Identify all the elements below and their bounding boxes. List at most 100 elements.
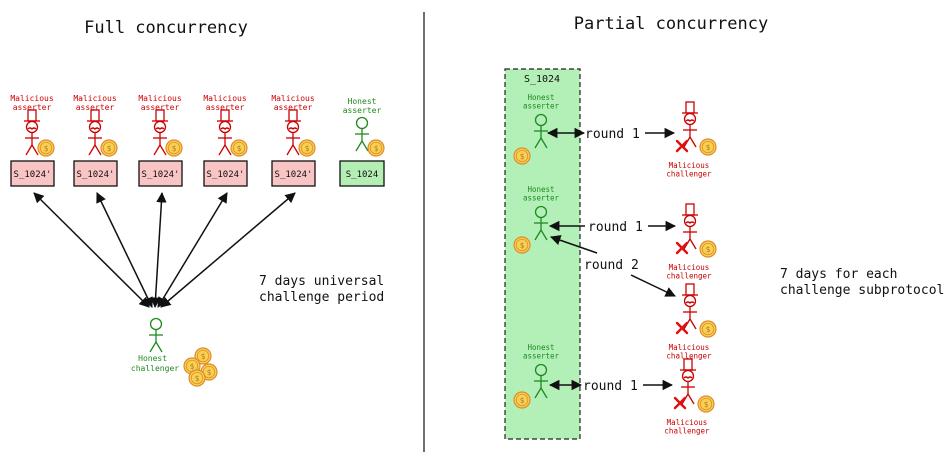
right-period-line1: 7 days for each: [780, 267, 897, 282]
left-period-line1: 7 days universal: [259, 274, 384, 289]
challenge-arrow: [33, 192, 150, 308]
malicious-state-box: [10, 160, 55, 187]
malicious-asserter-label-line: Malicious: [271, 94, 315, 103]
cross-icon: [675, 139, 689, 153]
right-period-text: 7 days for each challenge subprotocol: [780, 267, 944, 298]
malicious-state-label: S_1024': [77, 170, 115, 180]
coin-icon: $: [298, 139, 316, 157]
right-period-line2: challenge subprotocol: [780, 283, 944, 298]
honest-asserter-label-line: asserter: [523, 352, 560, 361]
coin-symbol: $: [190, 362, 195, 371]
honest-asserter-label-line: Honest: [527, 93, 554, 102]
cross-icon: [673, 396, 687, 410]
malicious-challenger-label-line: challenger: [666, 170, 712, 179]
round-arrow-left: [550, 235, 598, 254]
coin-icon: $: [513, 236, 531, 254]
honest-asserter-label-line: asserter: [523, 102, 560, 111]
coin-symbol: $: [706, 143, 711, 152]
honest-asserter-label-line: Honest: [527, 185, 554, 194]
challenge-arrow: [96, 192, 153, 308]
malicious-state-box: [203, 160, 248, 187]
malicious-state-label: S_1024': [14, 170, 52, 180]
malicious-asserter: [217, 109, 233, 156]
honest-asserter-label-line: asserter: [523, 194, 560, 203]
coin-icon: $: [230, 139, 248, 157]
malicious-asserter-label-line: Malicious: [73, 94, 117, 103]
malicious-asserter-label-line: Malicious: [138, 94, 182, 103]
malicious-asserter-label-line: asserter: [76, 103, 115, 112]
malicious-challenger-label-line: Malicious: [667, 418, 708, 427]
left-period-text: 7 days universal challenge period: [259, 274, 392, 305]
malicious-challenger: [682, 101, 698, 148]
honest-asserter: [534, 205, 548, 241]
state-column-label: S_1024: [524, 74, 560, 85]
honest-state-column: [504, 68, 581, 440]
coin-icon: $: [513, 147, 531, 165]
coin-symbol: $: [520, 396, 525, 405]
malicious-state-label: S_1024': [207, 170, 245, 180]
challenge-arrow: [150, 191, 167, 309]
malicious-asserter-label-line: asserter: [13, 103, 52, 112]
round-label: round 1: [588, 220, 643, 235]
malicious-challenger-label-line: challenger: [666, 352, 712, 361]
malicious-challenger-label-line: Malicious: [669, 263, 710, 272]
malicious-asserter-label-line: Malicious: [10, 94, 54, 103]
coin-symbol: $: [520, 241, 525, 250]
malicious-asserter: [24, 109, 40, 156]
coin-icon: $: [699, 320, 717, 338]
coin-icon: $: [37, 139, 55, 157]
coin-symbol: $: [704, 400, 709, 409]
coin-symbol: $: [374, 144, 379, 153]
round-label: round 1: [583, 379, 638, 394]
honest-challenger-label-line1: Honest: [138, 354, 167, 363]
malicious-state-box: [271, 160, 316, 187]
malicious-asserter: [87, 109, 103, 156]
honest-asserter: [534, 363, 548, 399]
honest-asserter-label-line: Honest: [527, 343, 554, 352]
coin-symbol: $: [44, 144, 49, 153]
malicious-asserter-label-line: asserter: [274, 103, 313, 112]
malicious-challenger: [680, 358, 696, 405]
honest-state-label: S_1024: [346, 170, 379, 180]
honest-asserter: [355, 116, 369, 152]
coin-symbol: $: [207, 368, 212, 377]
coin-symbol: $: [706, 325, 711, 334]
malicious-challenger: [682, 283, 698, 330]
coin-icon: $: [699, 240, 717, 258]
honest-challenger: $$$$: [149, 317, 218, 387]
malicious-state-label: S_1024': [275, 170, 313, 180]
round-arrow-right: [630, 274, 676, 297]
left-title: Full concurrency: [84, 18, 248, 38]
cross-icon: [675, 321, 689, 335]
round-label: round 2: [584, 258, 639, 273]
malicious-asserter-label-line: Malicious: [203, 94, 247, 103]
challenge-arrows: [33, 191, 296, 309]
coin-symbol: $: [201, 352, 206, 361]
round-label: round 1: [585, 127, 640, 142]
malicious-challenger-label-line: Malicious: [669, 343, 710, 352]
honest-state-box: [339, 160, 385, 187]
malicious-asserter: [285, 109, 301, 156]
honest-asserter-label-line: Honest: [348, 97, 377, 106]
right-title: Partial concurrency: [574, 14, 768, 34]
coin-icon: $: [697, 395, 715, 413]
malicious-state-box: [73, 160, 118, 187]
coin-symbol: $: [195, 374, 200, 383]
honest-asserter: [534, 113, 548, 149]
malicious-challenger-label-line: challenger: [666, 272, 712, 281]
honest-challenger-label-line2: challenger: [131, 364, 179, 373]
malicious-state-box: [138, 160, 183, 187]
coin-symbol: $: [305, 144, 310, 153]
coin-symbol: $: [520, 152, 525, 161]
